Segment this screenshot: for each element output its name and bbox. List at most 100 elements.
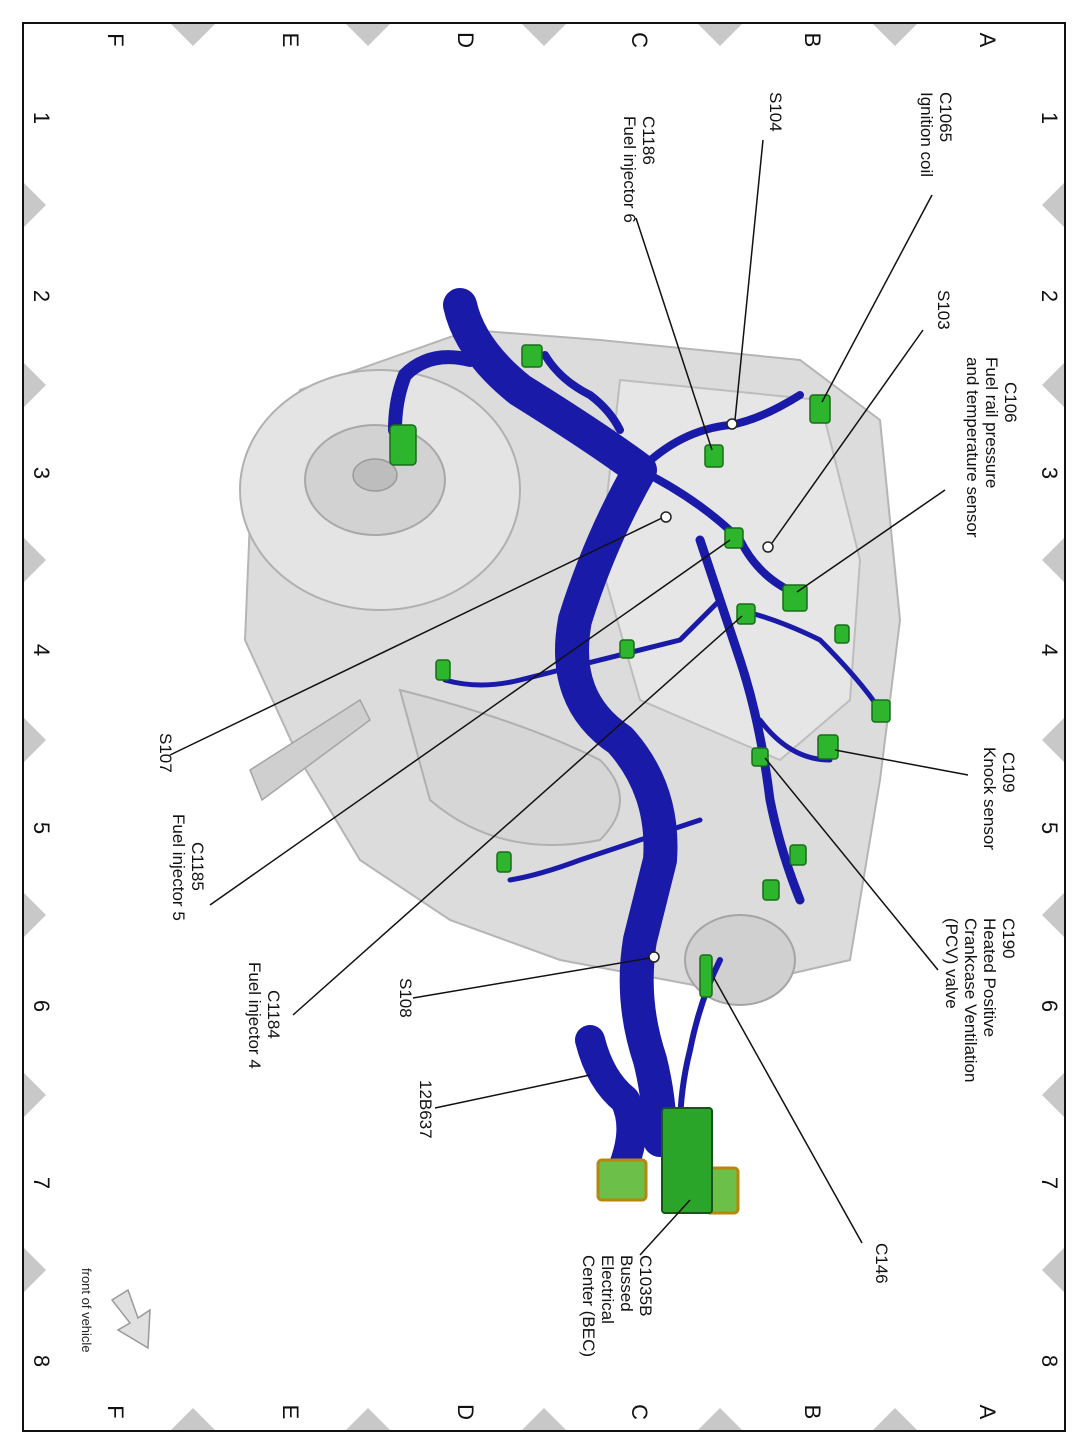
leader-lines xyxy=(169,139,969,1256)
grid-markers xyxy=(24,24,1064,1430)
col-labels-right: 1 2 3 4 5 6 7 8 xyxy=(1037,112,1062,1367)
col-label-8-left: 8 xyxy=(29,1355,54,1367)
callout-c1184: C1184 Fuel injector 4 xyxy=(245,962,283,1069)
col-label-5-left: 5 xyxy=(29,822,54,834)
bracket xyxy=(249,698,371,802)
connector-c146 xyxy=(699,954,713,998)
row-labels-bottom: A B C D E F xyxy=(103,1404,1000,1420)
right-marker xyxy=(1042,893,1064,937)
left-marker xyxy=(24,1248,46,1292)
row-label-b-bottom: B xyxy=(800,1405,825,1420)
leader-c146 xyxy=(713,977,863,1244)
leader-s104 xyxy=(734,139,764,421)
callout-labels: C1065 Ignition coil S104 C1186 Fuel inje… xyxy=(156,92,1020,1357)
splice-s104 xyxy=(726,418,738,430)
col-label-1: 1 xyxy=(1037,112,1062,124)
bottom-marker xyxy=(698,1408,742,1430)
splice-s103 xyxy=(762,541,774,553)
callout-c1186: C1186 Fuel injector 6 xyxy=(620,116,658,223)
bottom-marker xyxy=(522,1408,566,1430)
callout-s108: S108 xyxy=(396,978,415,1018)
connector-f xyxy=(762,879,780,901)
connector-bec-1 xyxy=(596,1158,648,1202)
left-marker xyxy=(24,363,46,407)
connectors xyxy=(389,344,891,1215)
row-label-f-bottom: F xyxy=(103,1405,128,1418)
right-marker xyxy=(1042,538,1064,582)
connector-c xyxy=(435,659,451,681)
row-label-d-bottom: D xyxy=(453,1404,478,1420)
row-label-d: D xyxy=(453,32,478,48)
callout-c1065: C1065 Ignition coil xyxy=(917,92,955,177)
connector-c106 xyxy=(782,584,808,612)
leader-c1186 xyxy=(635,217,713,451)
col-label-4-left: 4 xyxy=(29,644,54,656)
row-labels-top: A B C D E F xyxy=(103,32,1000,48)
leader-c1185 xyxy=(209,539,731,906)
right-marker xyxy=(1042,363,1064,407)
row-label-b: B xyxy=(800,33,825,48)
callout-s104: S104 xyxy=(766,92,785,132)
callout-s103: S103 xyxy=(934,290,953,330)
connector-c109 xyxy=(817,734,839,760)
row-label-a-bottom: A xyxy=(975,1405,1000,1420)
col-label-8: 8 xyxy=(1037,1355,1062,1367)
right-marker xyxy=(1042,718,1064,762)
col-label-2-left: 2 xyxy=(29,290,54,302)
connector-c190 xyxy=(751,747,769,767)
leader-c190 xyxy=(764,757,939,971)
callout-s107: S107 xyxy=(156,733,175,773)
callout-c1185: C1185 Fuel injector 5 xyxy=(169,814,207,921)
col-label-7: 7 xyxy=(1037,1177,1062,1189)
left-marker xyxy=(24,538,46,582)
leader-c1184 xyxy=(292,615,743,1016)
row-label-c-bottom: C xyxy=(627,1404,652,1420)
grid-labels: A B C D E F A B C D E F 1 2 3 4 5 6 7 8 … xyxy=(29,32,1062,1420)
callout-c190: C190 Heated Positive Crankcase Ventilati… xyxy=(942,918,1018,1087)
col-label-7-left: 7 xyxy=(29,1177,54,1189)
right-marker xyxy=(1042,1073,1064,1117)
bottom-marker xyxy=(873,1408,917,1430)
bec-block xyxy=(661,1107,713,1214)
splices xyxy=(648,418,774,963)
diagram-frame xyxy=(22,22,1066,1432)
connector-c1184 xyxy=(736,603,756,625)
connector-e xyxy=(789,844,807,866)
connector-b xyxy=(619,639,635,659)
top-marker xyxy=(346,24,390,46)
bottom-marker xyxy=(171,1408,215,1430)
connector-top xyxy=(521,344,543,368)
leader-s107 xyxy=(169,517,663,756)
col-labels-left: 1 2 3 4 5 6 7 8 xyxy=(29,112,54,1367)
col-label-4: 4 xyxy=(1037,644,1062,656)
callout-c146: C146 xyxy=(872,1243,891,1284)
splice-s107 xyxy=(660,511,672,523)
connector-c1186 xyxy=(704,444,724,468)
col-label-5: 5 xyxy=(1037,822,1062,834)
leader-c106 xyxy=(796,489,946,593)
col-label-6: 6 xyxy=(1037,1000,1062,1012)
col-label-3-left: 3 xyxy=(29,467,54,479)
left-marker xyxy=(24,718,46,762)
leader-s108 xyxy=(412,957,651,999)
front-of-vehicle-label: front of vehicle xyxy=(79,1268,94,1353)
connector-flywheel xyxy=(389,424,417,466)
valve-cover xyxy=(598,378,862,762)
leader-c1065 xyxy=(821,194,933,403)
top-marker xyxy=(522,24,566,46)
front-of-vehicle-indicator: front of vehicle xyxy=(79,1268,151,1353)
callout-c1035b: C1035B Bussed Electrical Center (BEC) xyxy=(579,1255,655,1357)
leader-s103 xyxy=(771,329,924,544)
bottom-marker xyxy=(346,1408,390,1430)
col-label-2: 2 xyxy=(1037,290,1062,302)
leader-12b637 xyxy=(434,1074,591,1109)
connector-kn2 xyxy=(871,699,891,723)
col-label-6-left: 6 xyxy=(29,1000,54,1012)
row-label-a: A xyxy=(975,33,1000,48)
splice-s108 xyxy=(648,951,660,963)
right-marker xyxy=(1042,1248,1064,1292)
connector-d xyxy=(496,851,512,873)
row-label-c: C xyxy=(627,32,652,48)
row-label-e-bottom: E xyxy=(278,1405,303,1420)
